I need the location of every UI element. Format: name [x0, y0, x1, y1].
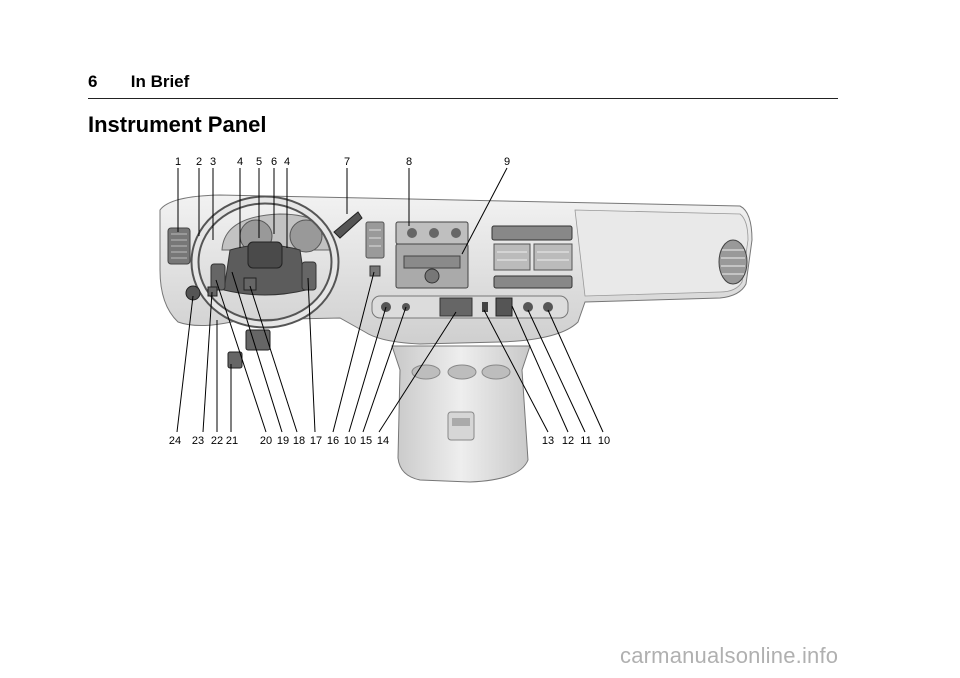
callout-label: 23 [192, 435, 204, 447]
callout-label: 19 [277, 435, 289, 447]
right-side-vent [719, 240, 747, 284]
callout-label: 21 [226, 435, 238, 447]
center-console [392, 346, 530, 482]
callout-label: 10 [598, 435, 610, 447]
callout-label: 3 [210, 156, 216, 168]
callout-label: 12 [562, 435, 574, 447]
callout-label: 6 [271, 156, 277, 168]
callout-label: 20 [260, 435, 272, 447]
callout-label: 22 [211, 435, 223, 447]
callout-label: 15 [360, 435, 372, 447]
callout-label: 9 [504, 156, 510, 168]
watermark: carmanualsonline.info [620, 643, 838, 669]
callout-label: 1 [175, 156, 181, 168]
callout-label: 5 [256, 156, 262, 168]
callout-label: 4 [284, 156, 290, 168]
bottom-callout-labels: 24 23 22 21 20 19 18 17 16 10 15 14 13 1… [169, 435, 610, 447]
callout-label: 4 [237, 156, 243, 168]
radio [396, 222, 468, 288]
top-callout-labels: 1 2 3 4 5 6 4 7 8 9 [175, 156, 510, 168]
callout-label: 10 [344, 435, 356, 447]
callout-label: 7 [344, 156, 350, 168]
callout-label: 16 [327, 435, 339, 447]
callout-label: 18 [293, 435, 305, 447]
callout-label: 8 [406, 156, 412, 168]
callout-label: 11 [580, 435, 591, 447]
callout-label: 24 [169, 435, 181, 447]
callout-label: 2 [196, 156, 202, 168]
callout-label: 17 [310, 435, 322, 447]
callout-label: 14 [377, 435, 389, 447]
callout-label: 13 [542, 435, 554, 447]
